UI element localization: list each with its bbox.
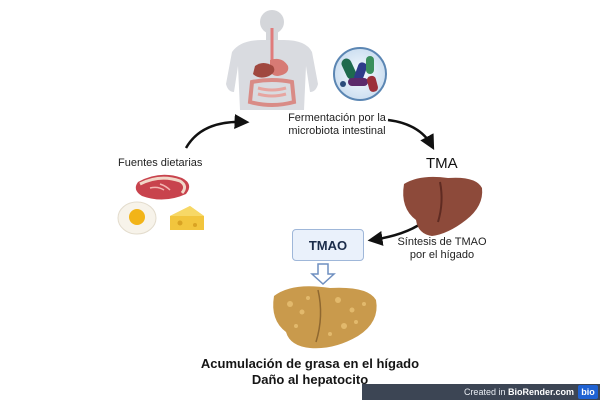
watermark-created-in: Created in — [463, 387, 506, 397]
biorender-watermark[interactable]: Created in BioRender.com bio — [362, 384, 600, 400]
fermentation-label-line-1: Fermentación por la — [288, 112, 386, 124]
synthesis-label-line-2: por el hígado — [409, 249, 475, 261]
tmao-label: TMAO — [308, 237, 348, 253]
dietary-sources-label: Fuentes dietarias — [118, 157, 203, 169]
gut-bacteria-icon — [333, 47, 387, 101]
tma-label: TMA — [426, 155, 458, 172]
outcome-line-1: Acumulación de grasa en el hígado — [200, 356, 420, 371]
synthesis-label-line-1: Síntesis de TMAO — [397, 236, 487, 248]
human-digestive-system-icon — [226, 10, 318, 110]
watermark-text: Created in BioRender.com — [464, 384, 574, 400]
fatty-liver-icon — [273, 286, 377, 349]
synthesis-label: Síntesis de TMAO por el hígado — [392, 236, 492, 262]
outcome-line-2: Daño al hepatocito — [251, 372, 369, 387]
meat-steak-icon — [135, 174, 190, 200]
outcome-caption: Acumulación de grasa en el hígado Daño a… — [180, 356, 440, 388]
tmao-box: TMAO — [292, 229, 364, 261]
cheese-icon — [170, 206, 204, 230]
healthy-liver-icon — [403, 176, 483, 236]
biorender-logo-icon: bio — [578, 385, 598, 399]
fermentation-label-line-2: microbiota intestinal — [288, 125, 386, 137]
arrow-gut-to-tma — [387, 118, 435, 150]
fermentation-label: Fermentación por la microbiota intestina… — [262, 112, 412, 138]
arrow-diet-to-gut — [184, 114, 250, 149]
fried-egg-icon — [117, 201, 157, 235]
watermark-brand: BioRender.com — [507, 387, 574, 397]
arrow-tmao-to-liver — [310, 263, 336, 286]
